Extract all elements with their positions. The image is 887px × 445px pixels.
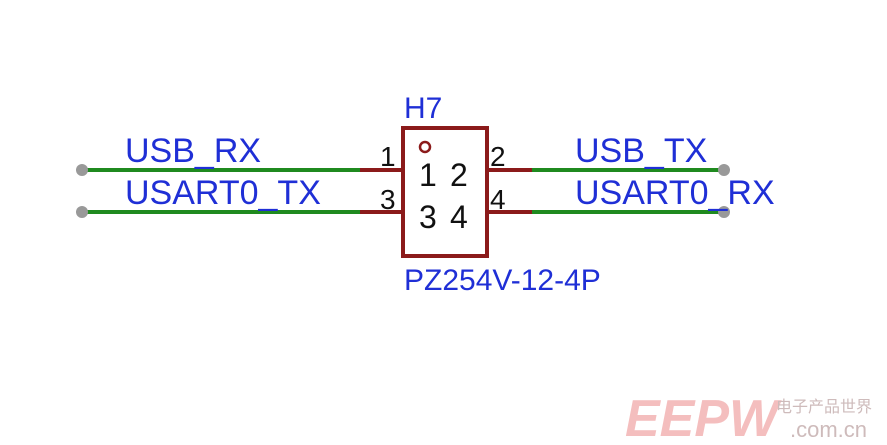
component-ref: H7	[404, 92, 442, 125]
inner-pin-label-2: 2	[450, 157, 468, 193]
net-label-usb-rx: USB_RX	[125, 132, 261, 170]
inner-pin-label-3: 3	[419, 199, 437, 235]
net-label-usb-tx: USB_TX	[575, 132, 707, 170]
pin-number-4: 4	[490, 184, 506, 215]
endpoint-usb-tx	[718, 164, 730, 176]
pin-number-1: 1	[380, 141, 396, 172]
inner-pin-label-4: 4	[450, 199, 468, 235]
inner-pin-label-1: 1	[419, 157, 437, 193]
endpoint-usart0-rx	[718, 206, 730, 218]
component-body	[401, 126, 489, 258]
watermark-chinese: 电子产品世界	[776, 398, 872, 416]
watermark-brand: EEPW	[625, 390, 782, 445]
endpoint-usb-rx	[76, 164, 88, 176]
watermark: EEPW 电子产品世界 .com.cn	[625, 390, 872, 445]
component-value: PZ254V-12-4P	[404, 264, 601, 297]
net-label-usart0-rx: USART0_RX	[575, 174, 775, 212]
pin-number-3: 3	[380, 184, 396, 215]
endpoint-usart0-tx	[76, 206, 88, 218]
pin1-marker	[418, 140, 432, 154]
pin-number-2: 2	[490, 141, 506, 172]
watermark-domain: .com.cn	[790, 417, 867, 442]
net-label-usart0-tx: USART0_TX	[125, 174, 321, 212]
